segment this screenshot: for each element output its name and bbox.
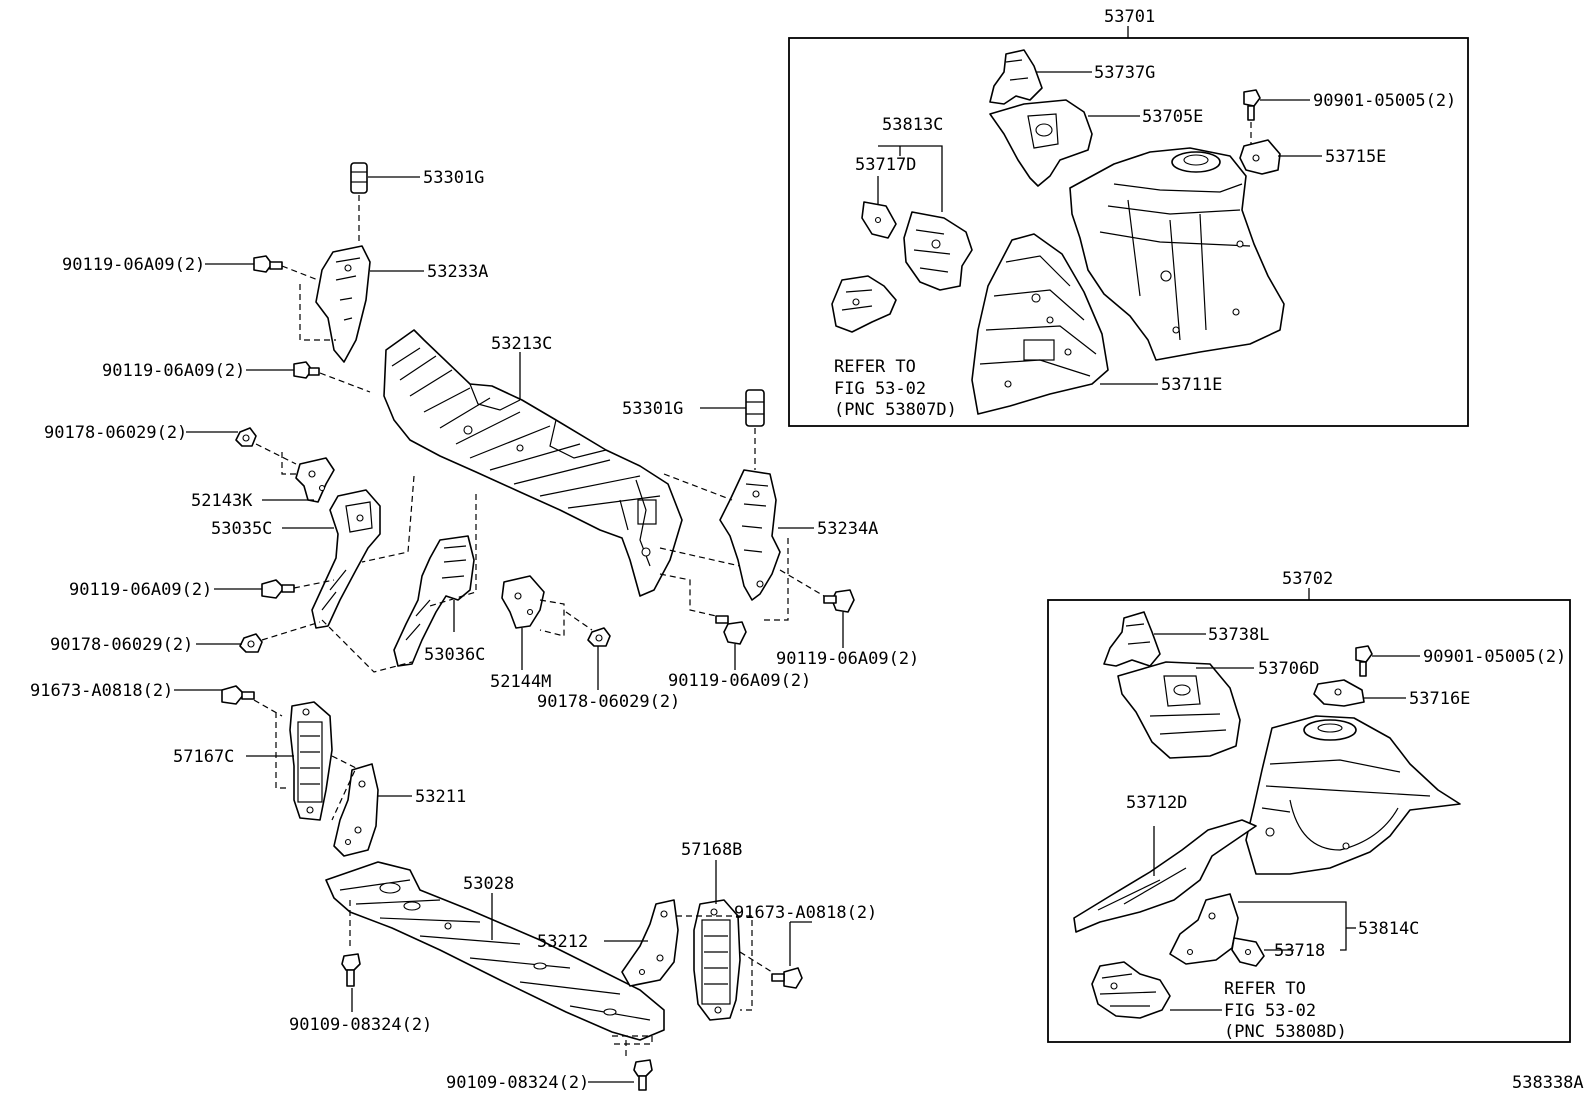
part-53701-apron (1069, 147, 1285, 361)
part-53301G-mid (745, 389, 765, 470)
part-57167C (289, 701, 333, 821)
callout-90119-1: 90119-06A09(2) (62, 255, 205, 275)
part-52143K (295, 457, 335, 503)
callout-90178-3: 90178-06029(2) (537, 692, 680, 712)
callout-53036C: 53036C (424, 645, 485, 665)
callout-53233A: 53233A (427, 262, 488, 282)
part-53234A (719, 469, 781, 601)
callout-53711E: 53711E (1161, 375, 1222, 395)
callout-90901-2: 90901-05005(2) (1423, 647, 1566, 667)
bolt-91673-1 (221, 685, 255, 705)
callout-57167C: 57167C (173, 747, 234, 767)
callout-53717D: 53717D (855, 155, 916, 175)
callout-53814C: 53814C (1358, 919, 1419, 939)
callout-90178-1: 90178-06029(2) (44, 423, 187, 443)
bolt-91673-2 (771, 967, 803, 989)
part-53213C (383, 329, 683, 597)
callout-91673-1: 91673-A0818(2) (30, 681, 173, 701)
bolt-90119-5 (715, 615, 747, 645)
callout-90119-5: 90119-06A09(2) (668, 671, 811, 691)
callout-90119-2: 90119-06A09(2) (102, 361, 245, 381)
part-53711E (971, 233, 1109, 415)
nut-90178-2 (239, 633, 263, 653)
callout-53715E: 53715E (1325, 147, 1386, 167)
part-53035C (311, 489, 381, 629)
part-53233A (315, 245, 371, 363)
bolt-90119-2 (293, 361, 320, 379)
callout-53712D: 53712D (1126, 793, 1187, 813)
callout-53705E: 53705E (1142, 107, 1203, 127)
bolt-90109-2 (633, 1059, 653, 1091)
callout-90119-4: 90119-06A09(2) (776, 649, 919, 669)
figure-id: 538338A (1512, 1073, 1584, 1093)
callout-53211: 53211 (415, 787, 466, 807)
nut-90178-3 (587, 627, 611, 647)
callout-53737G: 53737G (1094, 63, 1155, 83)
callout-90109-2: 90109-08324(2) (446, 1073, 589, 1093)
callout-53738L: 53738L (1208, 625, 1269, 645)
callout-53716E: 53716E (1409, 689, 1470, 709)
part-53716E (1313, 679, 1365, 707)
bolt-90119-1 (253, 255, 283, 273)
part-reference-53807D (831, 275, 897, 333)
part-57168B (693, 899, 741, 1021)
part-53814C (1169, 893, 1239, 965)
callout-53035C: 53035C (211, 519, 272, 539)
callout-90109-1: 90109-08324(2) (289, 1015, 432, 1035)
callout-53706D: 53706D (1258, 659, 1319, 679)
nut-90178-1 (235, 427, 257, 447)
part-reference-53808D (1091, 961, 1171, 1019)
callout-53301G-top: 53301G (423, 168, 484, 188)
callout-52143K: 52143K (191, 491, 253, 511)
group-label-53702: 53702 (1282, 569, 1333, 589)
callout-90178-2: 90178-06029(2) (50, 635, 193, 655)
callout-53813C: 53813C (882, 115, 943, 135)
callout-53213C: 53213C (491, 334, 552, 354)
part-53702-apron (1245, 715, 1461, 875)
callout-53212: 53212 (537, 932, 588, 952)
bolt-90119-3 (261, 579, 295, 599)
part-53036C (393, 535, 475, 667)
bolt-90901-2 (1355, 645, 1373, 677)
part-52144M (501, 575, 545, 629)
part-53718 (1231, 937, 1265, 967)
bolt-90901-1 (1243, 89, 1261, 144)
callout-53718: 53718 (1274, 941, 1325, 961)
reference-2-line-1: REFER TO (1224, 979, 1306, 999)
callout-53028: 53028 (463, 874, 514, 894)
part-53211 (333, 763, 379, 857)
callout-57168B: 57168B (681, 840, 742, 860)
callout-53301G-mid: 53301G (622, 399, 683, 419)
callout-52144M: 52144M (490, 672, 551, 692)
part-53301G-top (350, 162, 368, 245)
part-53813C (903, 211, 973, 291)
reference-2-line-2: FIG 53-02 (1224, 1001, 1316, 1021)
part-53738L (1103, 611, 1161, 667)
callout-53234A: 53234A (817, 519, 878, 539)
callout-90901-1: 90901-05005(2) (1313, 91, 1456, 111)
reference-2-line-3: (PNC 53808D) (1224, 1022, 1347, 1042)
reference-1-line-2: FIG 53-02 (834, 379, 926, 399)
part-53706D (1117, 661, 1241, 759)
part-53737G (989, 49, 1043, 105)
reference-1-line-3: (PNC 53807D) (834, 400, 957, 420)
part-53705E (989, 99, 1093, 187)
part-53212 (621, 899, 679, 987)
callout-90119-3: 90119-06A09(2) (69, 580, 212, 600)
bolt-90109-1 (341, 953, 361, 987)
part-53717D (861, 201, 897, 239)
part-53028 (325, 861, 665, 1041)
bolt-90119-4 (823, 589, 855, 613)
callout-91673-2: 91673-A0818(2) (734, 903, 877, 923)
reference-1-line-1: REFER TO (834, 357, 916, 377)
part-53715E (1239, 139, 1281, 175)
group-label-53701: 53701 (1104, 7, 1155, 27)
part-53712D (1073, 819, 1257, 933)
